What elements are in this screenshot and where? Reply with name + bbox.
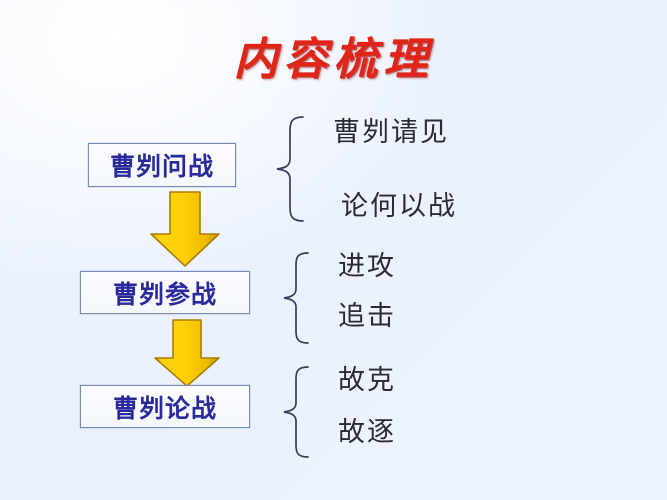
- stage-box-2-label: 曹刿参战: [112, 279, 217, 309]
- detail-text-3-1: 故逐: [338, 417, 396, 448]
- detail-text-1-1: 论何以战: [341, 191, 457, 222]
- down-arrow-icon: [148, 318, 226, 388]
- stage-box-3[interactable]: 曹刿论战: [80, 385, 250, 428]
- detail-text-2-1: 追击: [338, 301, 396, 332]
- stage-box-2[interactable]: 曹刿参战: [80, 271, 250, 314]
- down-arrow-icon: [143, 190, 227, 268]
- stage-box-1[interactable]: 曹刿问战: [88, 143, 236, 187]
- stage-box-3-label: 曹刿论战: [112, 393, 217, 423]
- curly-brace-icon: [281, 364, 317, 460]
- curly-brace-icon: [281, 250, 317, 346]
- stage-box-1-label: 曹刿问战: [109, 152, 214, 181]
- detail-text-2-0: 进攻: [338, 251, 396, 282]
- curly-brace-icon: [273, 114, 313, 224]
- detail-text-3-0: 故克: [338, 365, 396, 396]
- page-title: 内容梳理: [233, 34, 434, 85]
- detail-text-1-0: 曹刿请见: [333, 117, 449, 148]
